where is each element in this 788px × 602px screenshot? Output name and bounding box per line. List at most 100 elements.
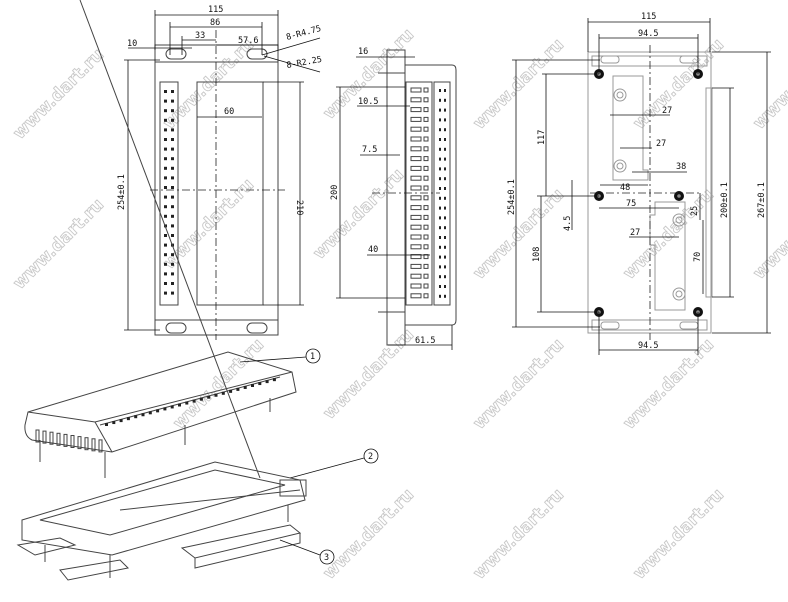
dim-label: 33 xyxy=(195,31,205,41)
terminal-hole xyxy=(444,118,446,122)
terminal-hole xyxy=(444,236,446,239)
part-1-cover xyxy=(24,351,297,478)
window xyxy=(196,81,264,306)
terminal-hole xyxy=(171,214,174,218)
part-3-clips xyxy=(16,524,302,581)
terminal-clamp xyxy=(423,195,429,201)
terminal-hole xyxy=(439,138,441,141)
terminal-hole xyxy=(444,98,446,102)
cover-terminal-opening xyxy=(156,409,160,413)
vent-slot xyxy=(98,439,103,453)
terminal-hole xyxy=(164,205,167,209)
cover-terminal-opening xyxy=(192,399,196,403)
terminal-screw xyxy=(410,87,422,93)
terminal-hole xyxy=(171,166,174,170)
mounting-slot xyxy=(165,48,187,60)
dim-label: 40 xyxy=(368,245,378,255)
vent-slot xyxy=(63,433,68,447)
vent-slot xyxy=(56,432,61,446)
terminal-screw xyxy=(410,214,422,220)
terminal-hole xyxy=(171,272,174,276)
terminal-hole xyxy=(171,253,174,257)
terminal-hole xyxy=(164,282,167,285)
callout-number: 1 xyxy=(310,352,315,362)
rear-view: 115 94.5 94.5 254±0.1 117 108 4.5 27 27 … xyxy=(507,12,771,355)
terminal-clamp xyxy=(423,244,429,250)
cover-terminal-opening xyxy=(265,380,269,384)
cover-terminal-opening xyxy=(251,384,254,387)
cover-terminal-opening xyxy=(185,401,189,405)
terminal-hole xyxy=(164,128,167,132)
terminal-hole xyxy=(439,167,441,171)
callout-label: 8-R4.75 xyxy=(285,24,322,43)
terminal-hole xyxy=(171,138,174,141)
terminal-hole xyxy=(439,245,441,249)
terminal-screw xyxy=(410,156,422,162)
cover-terminal-opening xyxy=(119,419,123,423)
terminal-hole xyxy=(164,243,167,247)
part-2-base xyxy=(21,0,307,578)
terminal-hole xyxy=(444,255,446,259)
terminal-hole xyxy=(444,108,446,112)
cover-terminal-opening xyxy=(105,423,108,426)
terminal-hole xyxy=(171,109,174,113)
terminal-clamp xyxy=(423,156,429,162)
terminal-hole xyxy=(164,234,167,237)
dim-label: 115 xyxy=(641,12,656,22)
terminal-hole xyxy=(439,226,441,230)
cover-terminal-opening xyxy=(163,407,167,411)
terminal-hole xyxy=(444,245,446,249)
dim-label: 60 xyxy=(224,107,234,117)
terminal-hole xyxy=(439,157,441,161)
terminal-clamp xyxy=(423,136,429,142)
callout-number: 2 xyxy=(368,452,373,462)
terminal-hole xyxy=(171,147,174,151)
dim-label: 254±0.1 xyxy=(507,179,517,215)
dim-label: 117 xyxy=(537,130,547,145)
terminal-screw xyxy=(410,116,422,122)
terminal-hole xyxy=(439,118,441,122)
dim-label: 61.5 xyxy=(415,336,435,346)
cover-terminal-opening xyxy=(141,413,145,417)
terminal-screw xyxy=(410,175,422,181)
terminal-hole xyxy=(439,147,441,151)
terminal-hole xyxy=(444,187,446,190)
dim-label: 75 xyxy=(626,199,636,209)
terminal-hole xyxy=(171,176,174,180)
terminal-hole xyxy=(439,128,441,132)
terminal-hole xyxy=(164,118,167,122)
terminal-hole xyxy=(171,224,174,228)
terminal-hole xyxy=(164,214,167,218)
vent-slot xyxy=(70,435,75,448)
terminal-screw xyxy=(410,146,422,152)
dim-label: 70 xyxy=(693,252,703,262)
terminal-hole xyxy=(171,195,174,199)
terminal-hole xyxy=(439,206,441,210)
terminal-hole xyxy=(444,147,446,151)
terminal-hole xyxy=(439,275,441,279)
terminal-hole xyxy=(444,167,446,171)
terminal-clamp xyxy=(423,107,429,113)
terminal-hole xyxy=(439,255,441,259)
terminal-hole xyxy=(439,294,441,298)
terminal-hole xyxy=(439,236,441,239)
exploded-view: 1 2 3 xyxy=(16,0,379,581)
terminal-screw xyxy=(410,205,422,211)
terminal-hole xyxy=(171,282,174,285)
terminal-clamp xyxy=(423,175,429,181)
side-view: 16 10.5 7.5 200 40 61.5 xyxy=(330,47,457,350)
terminal-hole xyxy=(444,275,446,279)
terminal-hole xyxy=(171,205,174,209)
terminal-screw xyxy=(410,195,422,201)
terminal-hole xyxy=(164,166,167,170)
dim-label: 254±0.1 xyxy=(117,174,127,210)
vent-slot xyxy=(49,431,54,445)
terminal-hole xyxy=(164,157,167,161)
terminal-hole xyxy=(164,109,167,113)
terminal-screw xyxy=(410,224,422,230)
terminal-hole xyxy=(164,90,167,93)
mounting-slot xyxy=(165,322,187,334)
terminal-hole xyxy=(444,138,446,141)
